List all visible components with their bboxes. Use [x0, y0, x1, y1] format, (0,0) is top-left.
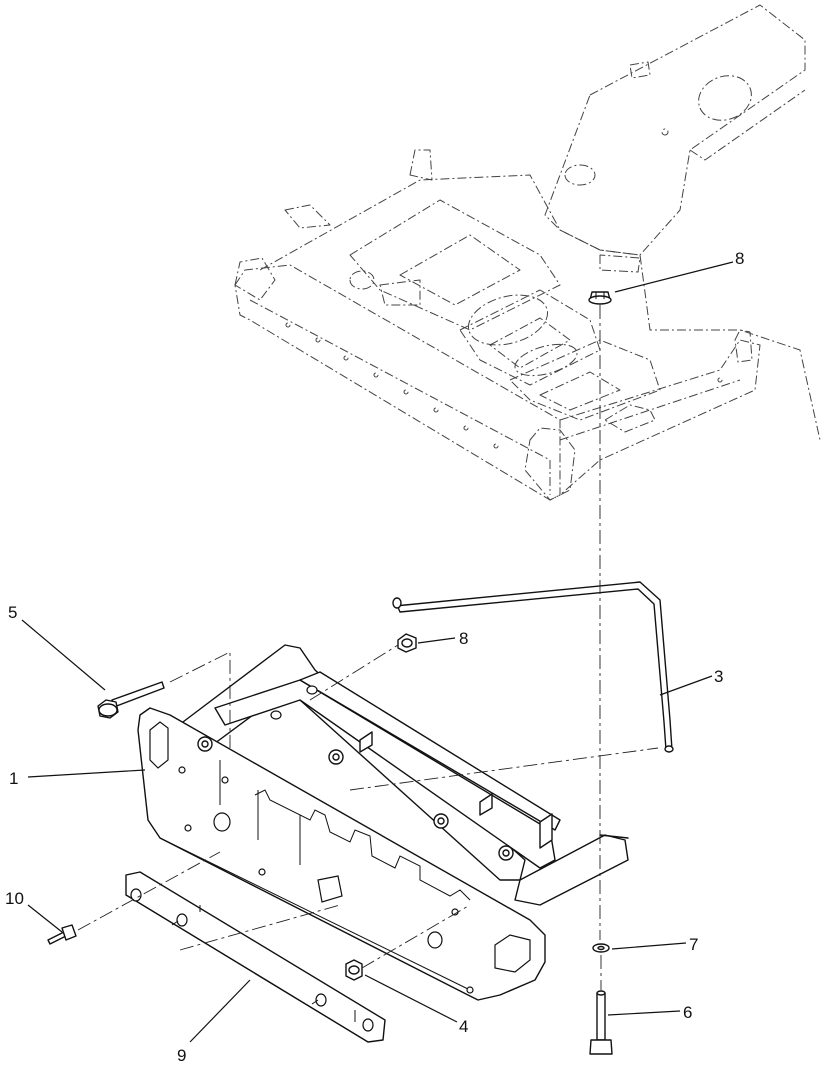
callout-8-top: 8 [735, 249, 744, 268]
spacer-part [345, 959, 363, 981]
callout-5: 5 [8, 603, 17, 622]
callout-3: 3 [714, 667, 723, 686]
leader-8-top [614, 261, 734, 293]
leader-4 [364, 974, 458, 1023]
leader-7 [611, 942, 687, 950]
callout-10: 10 [5, 889, 24, 908]
leader-lines [21, 261, 734, 1043]
flange-nut-top [588, 291, 612, 305]
frame-ghost [234, 4, 821, 501]
clevis-pin [47, 924, 77, 945]
leader-9 [189, 979, 251, 1043]
leader-8-mid [417, 637, 456, 644]
bracket-assembly [137, 644, 629, 1001]
callout-8-mid: 8 [459, 629, 468, 648]
callout-4: 4 [459, 1017, 468, 1036]
leader-10 [27, 904, 63, 933]
bracket-bolt-head [433, 813, 449, 829]
lower-bar [125, 871, 386, 1043]
bracket-bolt-head [328, 749, 344, 765]
callout-7: 7 [689, 935, 698, 954]
flange-nut-mid [397, 633, 417, 653]
bracket-bolt-head [197, 736, 213, 752]
leader-6 [607, 1010, 681, 1016]
assembly-phantom-lines [77, 305, 659, 990]
leader-3 [659, 675, 713, 696]
leader-1 [27, 769, 146, 778]
bracket-bolt-head [498, 845, 514, 861]
leader-5 [21, 619, 106, 691]
callout-6: 6 [683, 1003, 692, 1022]
long-bolt [97, 681, 165, 719]
washer-part [592, 943, 610, 953]
callout-9: 9 [177, 1046, 186, 1065]
callout-1: 1 [9, 769, 18, 788]
vertical-bolt [589, 990, 613, 1055]
callout-labels: 8 8 3 5 1 10 7 6 4 9 [5, 249, 744, 1065]
rod-part [392, 581, 674, 753]
